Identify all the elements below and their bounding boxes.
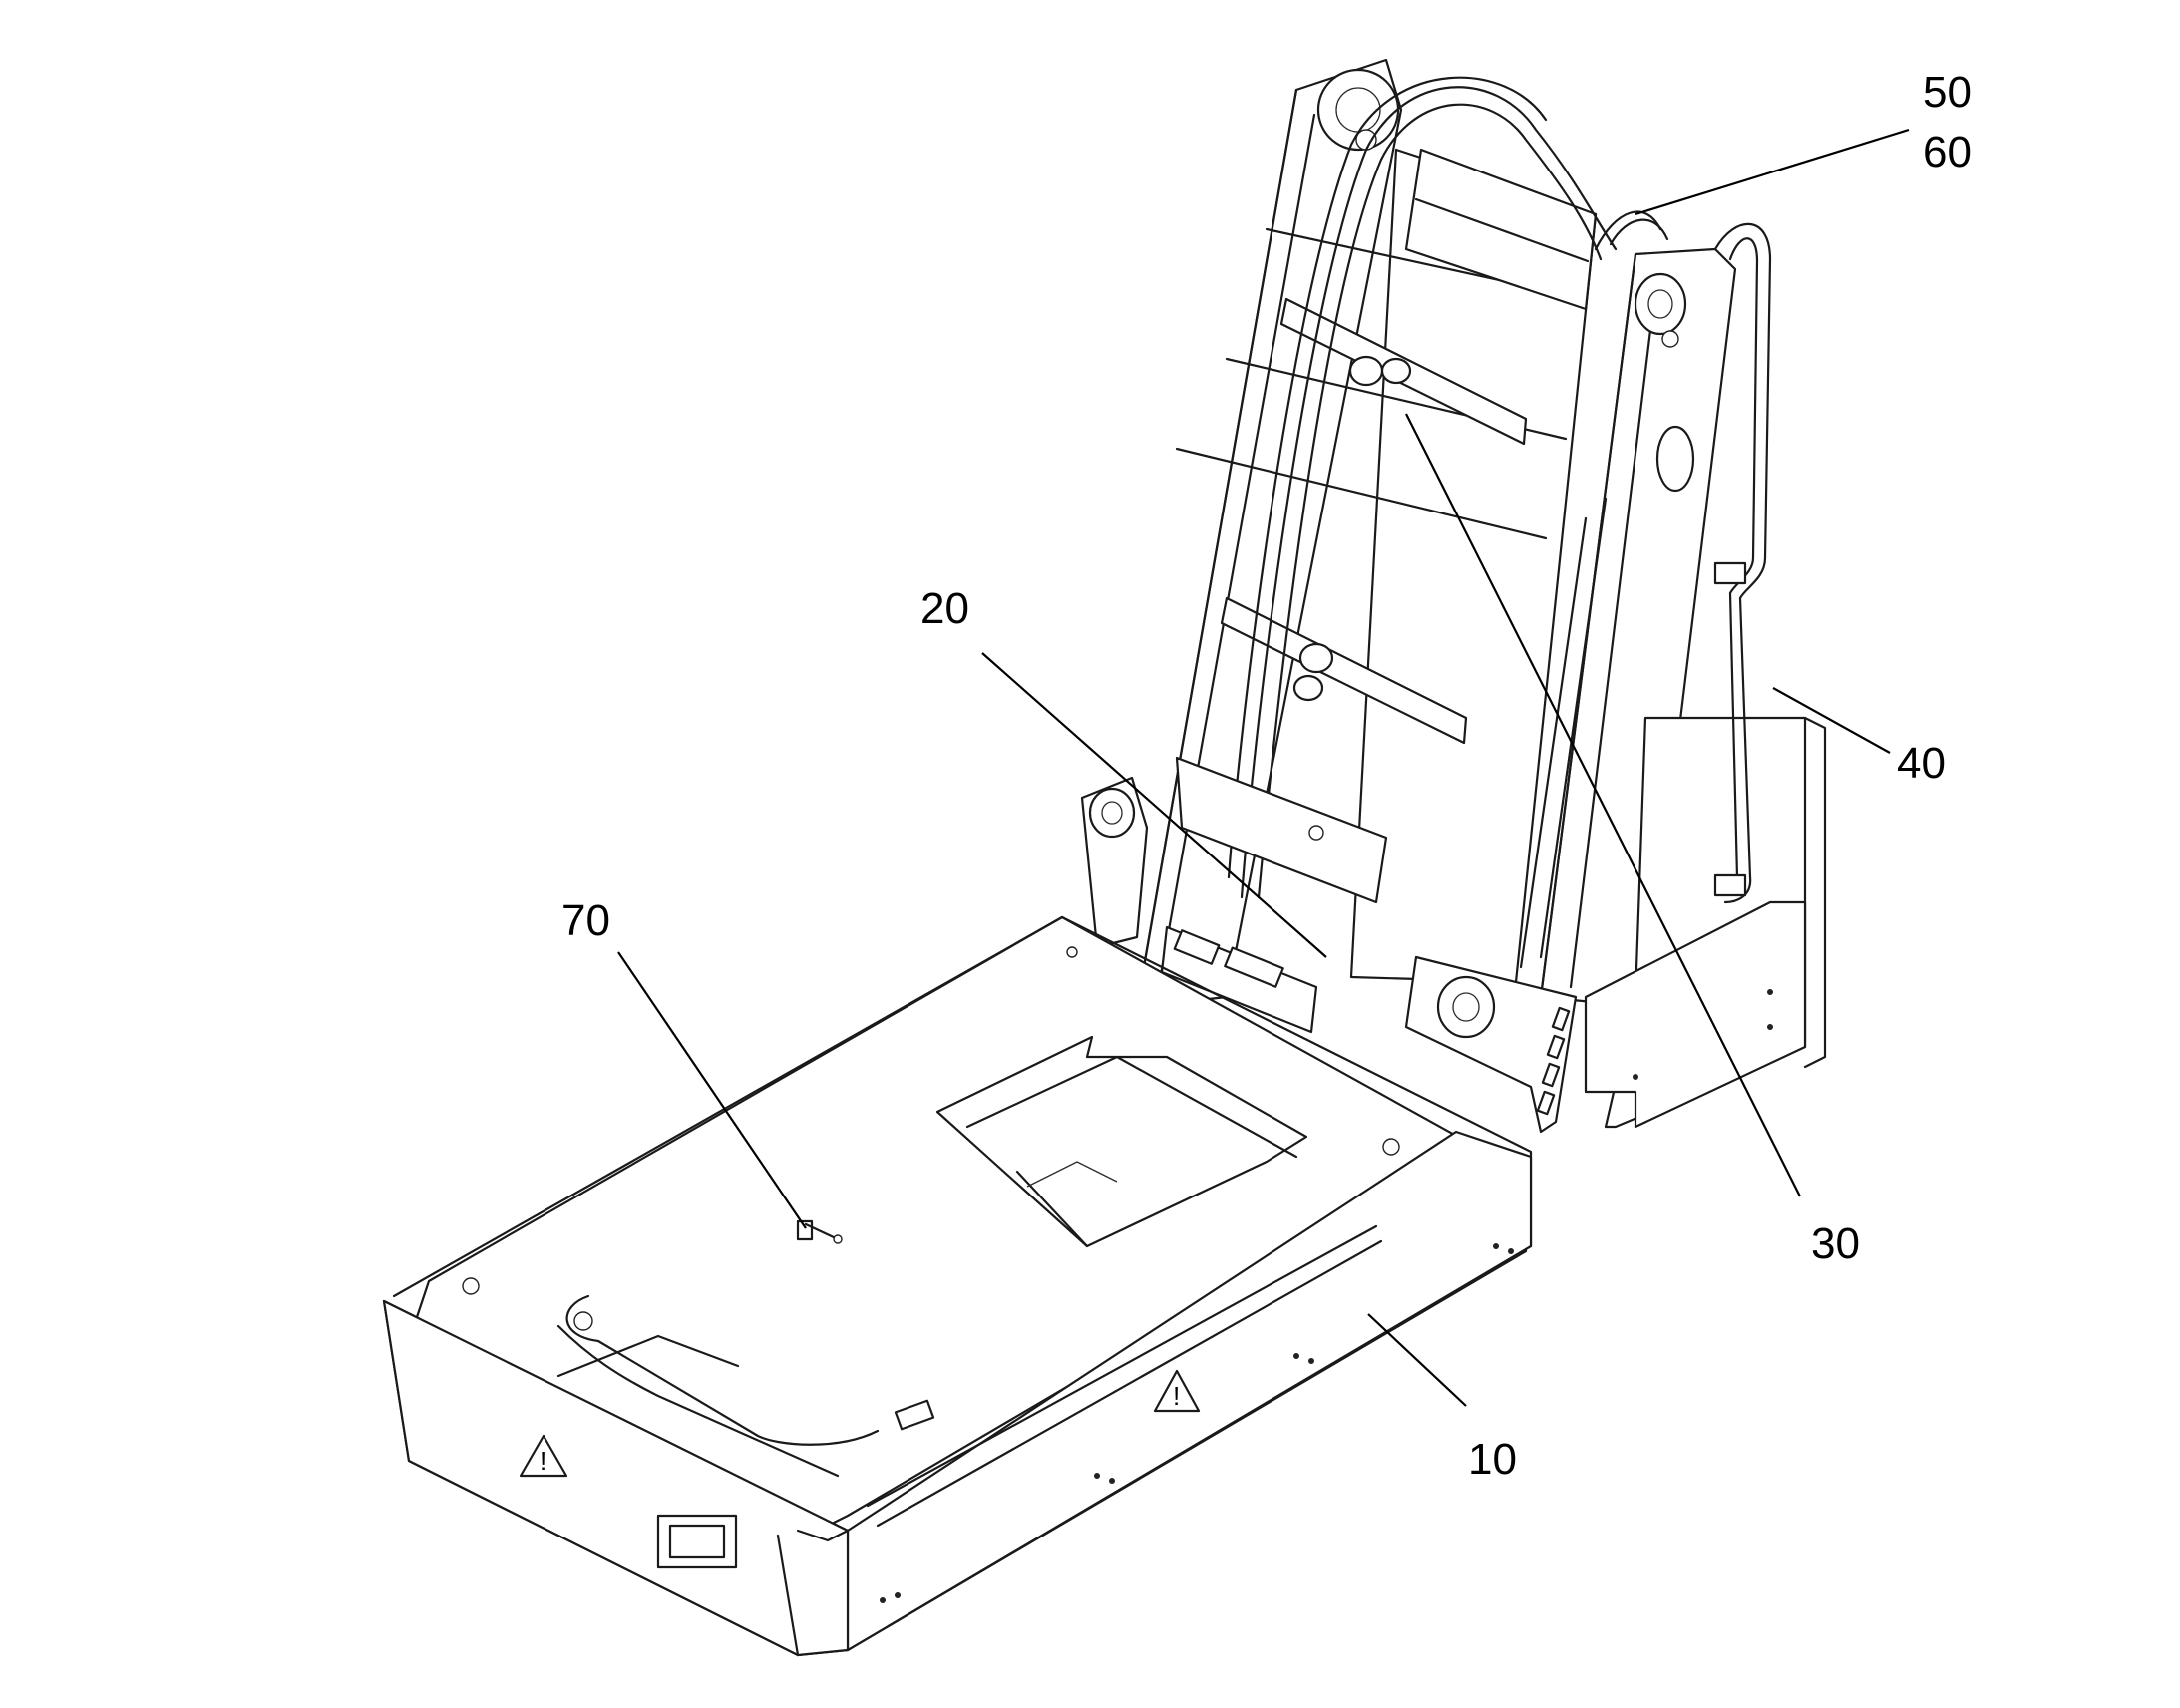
deck-fitting-70 [796,1219,843,1244]
reference-numerals: 50 60 40 30 20 70 10 [561,68,1972,1484]
base-platform: ! ! [382,915,1773,1657]
hinge-assembly [1080,756,1578,1134]
cable-bundle [1227,76,1669,899]
leader-lines [617,128,1910,1407]
leader-10 [1367,1313,1467,1407]
side-hose [1713,222,1772,904]
reference-numeral-20: 20 [920,584,969,633]
reference-numeral-10: 10 [1468,1435,1517,1484]
reference-numeral-30: 30 [1811,1219,1860,1268]
leader-70 [617,951,807,1229]
svg-text:!: ! [540,1446,546,1476]
leader-50-60 [1635,128,1910,216]
reference-numeral-40: 40 [1897,739,1946,788]
leader-40 [1772,687,1891,754]
reference-numeral-50: 50 [1923,68,1972,117]
lug-slots [1536,1006,1571,1116]
reference-numeral-70: 70 [561,896,610,945]
svg-text:!: ! [1173,1381,1180,1411]
leader-30 [1405,413,1801,1197]
deck-holes [462,946,1400,1331]
leader-20 [981,652,1327,958]
reference-numeral-60: 60 [1923,128,1972,176]
rivet-dots [880,989,1773,1603]
